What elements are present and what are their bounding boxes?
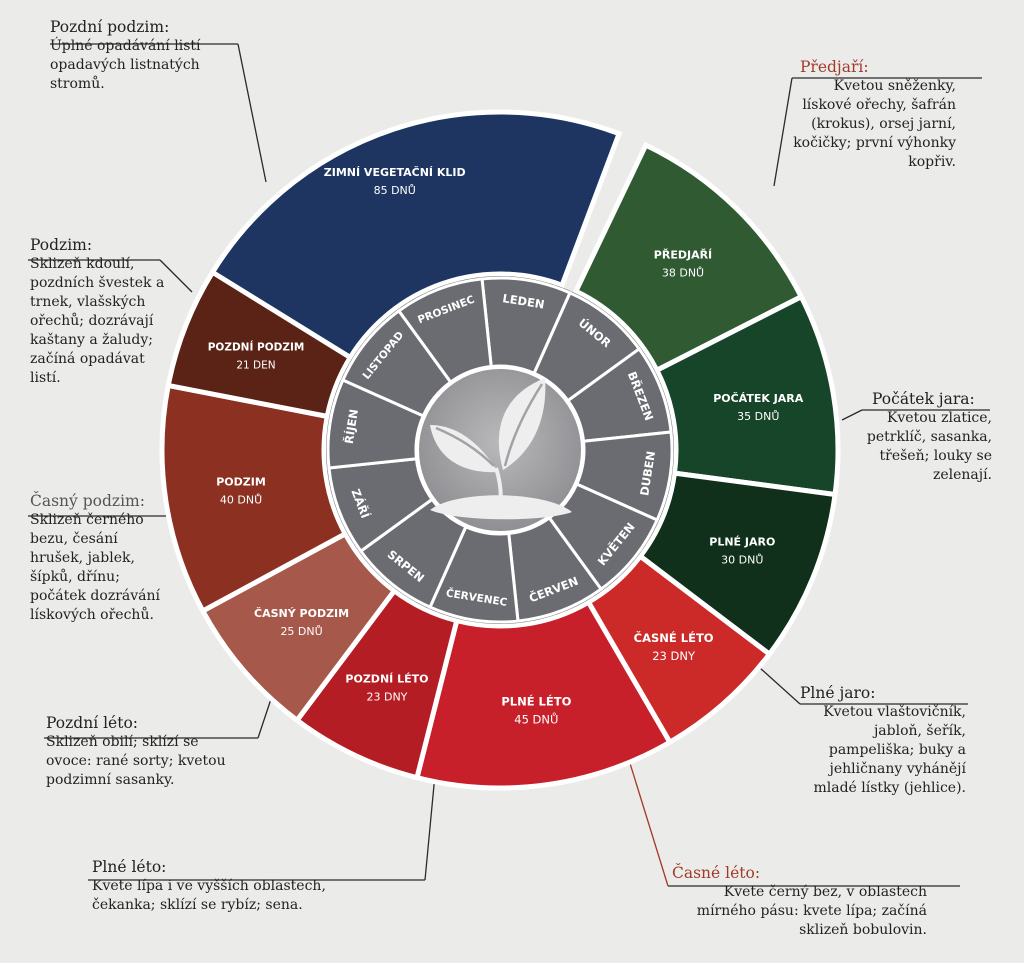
annotation-casne-leto: Časné léto: Kvete černý bez, v oblastech…: [672, 864, 962, 940]
annotation-plne-leto: Plné léto: Kvete lípa i ve vyšších oblas…: [92, 858, 422, 915]
season-days-label: 85 DNŮ: [374, 184, 416, 197]
season-name-label: ČASNÉ LÉTO: [634, 630, 714, 645]
annotation-title: Podzim:: [30, 236, 93, 254]
annotation-title: Předjaří:: [800, 58, 869, 76]
season-segment-zimni-klid: [194, 109, 623, 375]
annotation-title: Časné léto:: [672, 864, 761, 882]
annotation-text: Kvetou sněženky, lískové ořechy, šafrán …: [793, 78, 956, 170]
season-name-label: ZIMNÍ VEGETAČNÍ KLID: [324, 166, 466, 179]
season-segment-pozdni-podzim: [165, 268, 354, 420]
center-hub: [415, 365, 585, 535]
annotation-text: Kvete černý bez, v oblastech mírného pás…: [696, 884, 927, 938]
season-days-label: 21 DEN: [236, 360, 275, 372]
annotation-title: Počátek jara:: [872, 390, 975, 408]
season-name-label: ČASNÝ PODZIM: [254, 607, 349, 620]
annotation-title: Plné léto:: [92, 858, 167, 876]
month-label: ŘÍJEN: [341, 408, 361, 445]
annotation-title: Pozdní léto:: [46, 714, 139, 732]
month-label: LEDEN: [502, 291, 546, 311]
annotation-pozdni-podzim: Pozdní podzim: Úplné opadávání listí opa…: [50, 18, 240, 94]
season-days-label: 40 DNŮ: [220, 494, 262, 507]
annotation-text: Kvetou vlaštovičník, jabloň, šeřík, pamp…: [813, 704, 966, 796]
annotation-casny-podzim: Časný podzim: Sklizeň černého bezu, česá…: [30, 492, 180, 625]
season-ring: ZIMNÍ VEGETAČNÍ KLID 85 DNŮ PŘEDJAŘÍ 38 DNŮ…: [159, 109, 841, 791]
annotation-title: Plné jaro:: [800, 684, 876, 702]
annotation-text: Kvete lípa i ve vyšších oblastech, čekan…: [92, 878, 326, 913]
annotation-podzim: Podzim: Sklizeň kdoulí, pozdních švestek…: [30, 236, 180, 388]
annotation-plne-jaro: Plné jaro: Kvetou vlaštovičník, jabloň, …: [800, 684, 970, 798]
season-name-label: POZDNÍ PODZIM: [208, 341, 305, 354]
season-days-label: 25 DNŮ: [280, 625, 322, 638]
annotation-text: Sklizeň kdoulí, pozdních švestek a trnek…: [30, 256, 165, 386]
season-name-label: PODZIM: [216, 476, 266, 489]
season-name-label: POZDNÍ LÉTO: [345, 672, 428, 685]
annotation-title: Pozdní podzim:: [50, 18, 170, 36]
annotation-predjari: Předjaří: Kvetou sněženky, lískové ořech…: [786, 58, 984, 172]
annotation-text: Sklizeň obilí; sklízí se ovoce: rané sor…: [46, 734, 226, 788]
season-days-label: 30 DNŮ: [721, 554, 763, 567]
season-days-label: 23 DNY: [366, 690, 407, 703]
season-days-label: 38 DNŮ: [662, 266, 704, 279]
season-name-label: PLNÉ JARO: [709, 536, 775, 549]
annotation-text: Kvetou zlatice, petrklíč, sasanka, třeše…: [866, 410, 992, 483]
season-name-label: PŘEDJAŘÍ: [654, 248, 712, 261]
annotation-pocatek-jara: Počátek jara: Kvetou zlatice, petrklíč, …: [864, 390, 994, 485]
season-days-label: 35 DNŮ: [737, 410, 779, 423]
annotation-text: Úplné opadávání listí opadavých listnatý…: [50, 38, 201, 92]
annotation-pozdni-leto: Pozdní léto: Sklizeň obilí; sklízí se ov…: [46, 714, 256, 790]
annotation-text: Sklizeň černého bezu, česání hrušek, jab…: [30, 512, 160, 623]
season-segment-podzim: [159, 382, 349, 615]
leader-lines: [28, 43, 990, 887]
season-name-label: POČÁTEK JARA: [713, 392, 804, 405]
season-segment-plne-leto: [413, 598, 674, 791]
month-label: DUBEN: [637, 450, 658, 497]
season-days-label: 45 DNŮ: [514, 711, 558, 726]
season-name-label: PLNÉ LÉTO: [501, 693, 571, 708]
annotation-title: Časný podzim:: [30, 492, 145, 510]
season-days-label: 23 DNY: [652, 649, 696, 663]
